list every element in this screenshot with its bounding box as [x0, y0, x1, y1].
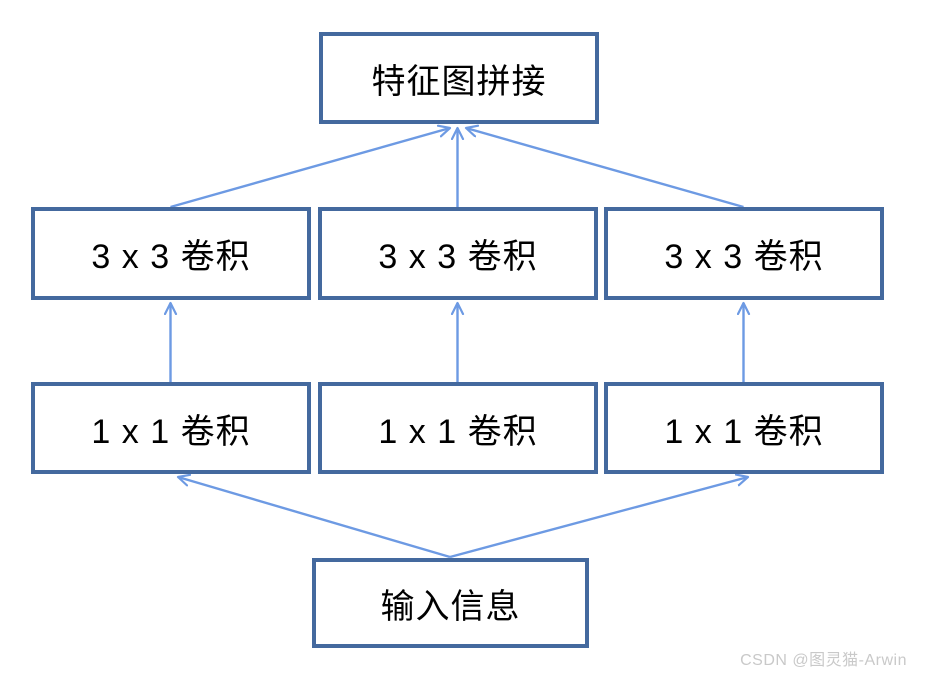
arrow-input-to-conv1_left [178, 477, 451, 559]
node-conv1x1-middle: 1 x 1 卷积 [318, 382, 598, 474]
arrow-input-to-conv1_right [449, 477, 748, 559]
node-conv1x1-right: 1 x 1 卷积 [604, 382, 884, 474]
node-label: 输入信息 [380, 587, 521, 626]
node-label: 1 x 1 卷积 [91, 412, 251, 451]
node-label: 3 x 3 卷积 [378, 238, 538, 276]
node-conv3x3-middle: 3 x 3 卷积 [318, 207, 598, 300]
node-label: 1 x 1 卷积 [664, 412, 824, 451]
watermark: CSDN @图灵猫-Arwin [740, 652, 907, 669]
node-conv1x1-left: 1 x 1 卷积 [31, 382, 311, 474]
node-label: 特征图拼接 [371, 62, 547, 101]
node-input-info: 输入信息 [312, 558, 589, 648]
node-label: 3 x 3 卷积 [664, 238, 824, 276]
node-feature-map-concat: 特征图拼接 [319, 32, 599, 124]
node-conv3x3-left: 3 x 3 卷积 [31, 207, 311, 300]
node-label: 3 x 3 卷积 [91, 238, 251, 276]
arrow-conv3_left-to-concat [170, 128, 451, 209]
node-label: 1 x 1 卷积 [378, 412, 538, 451]
arrow-conv3_right-to-concat [466, 128, 744, 209]
node-conv3x3-right: 3 x 3 卷积 [604, 207, 884, 300]
